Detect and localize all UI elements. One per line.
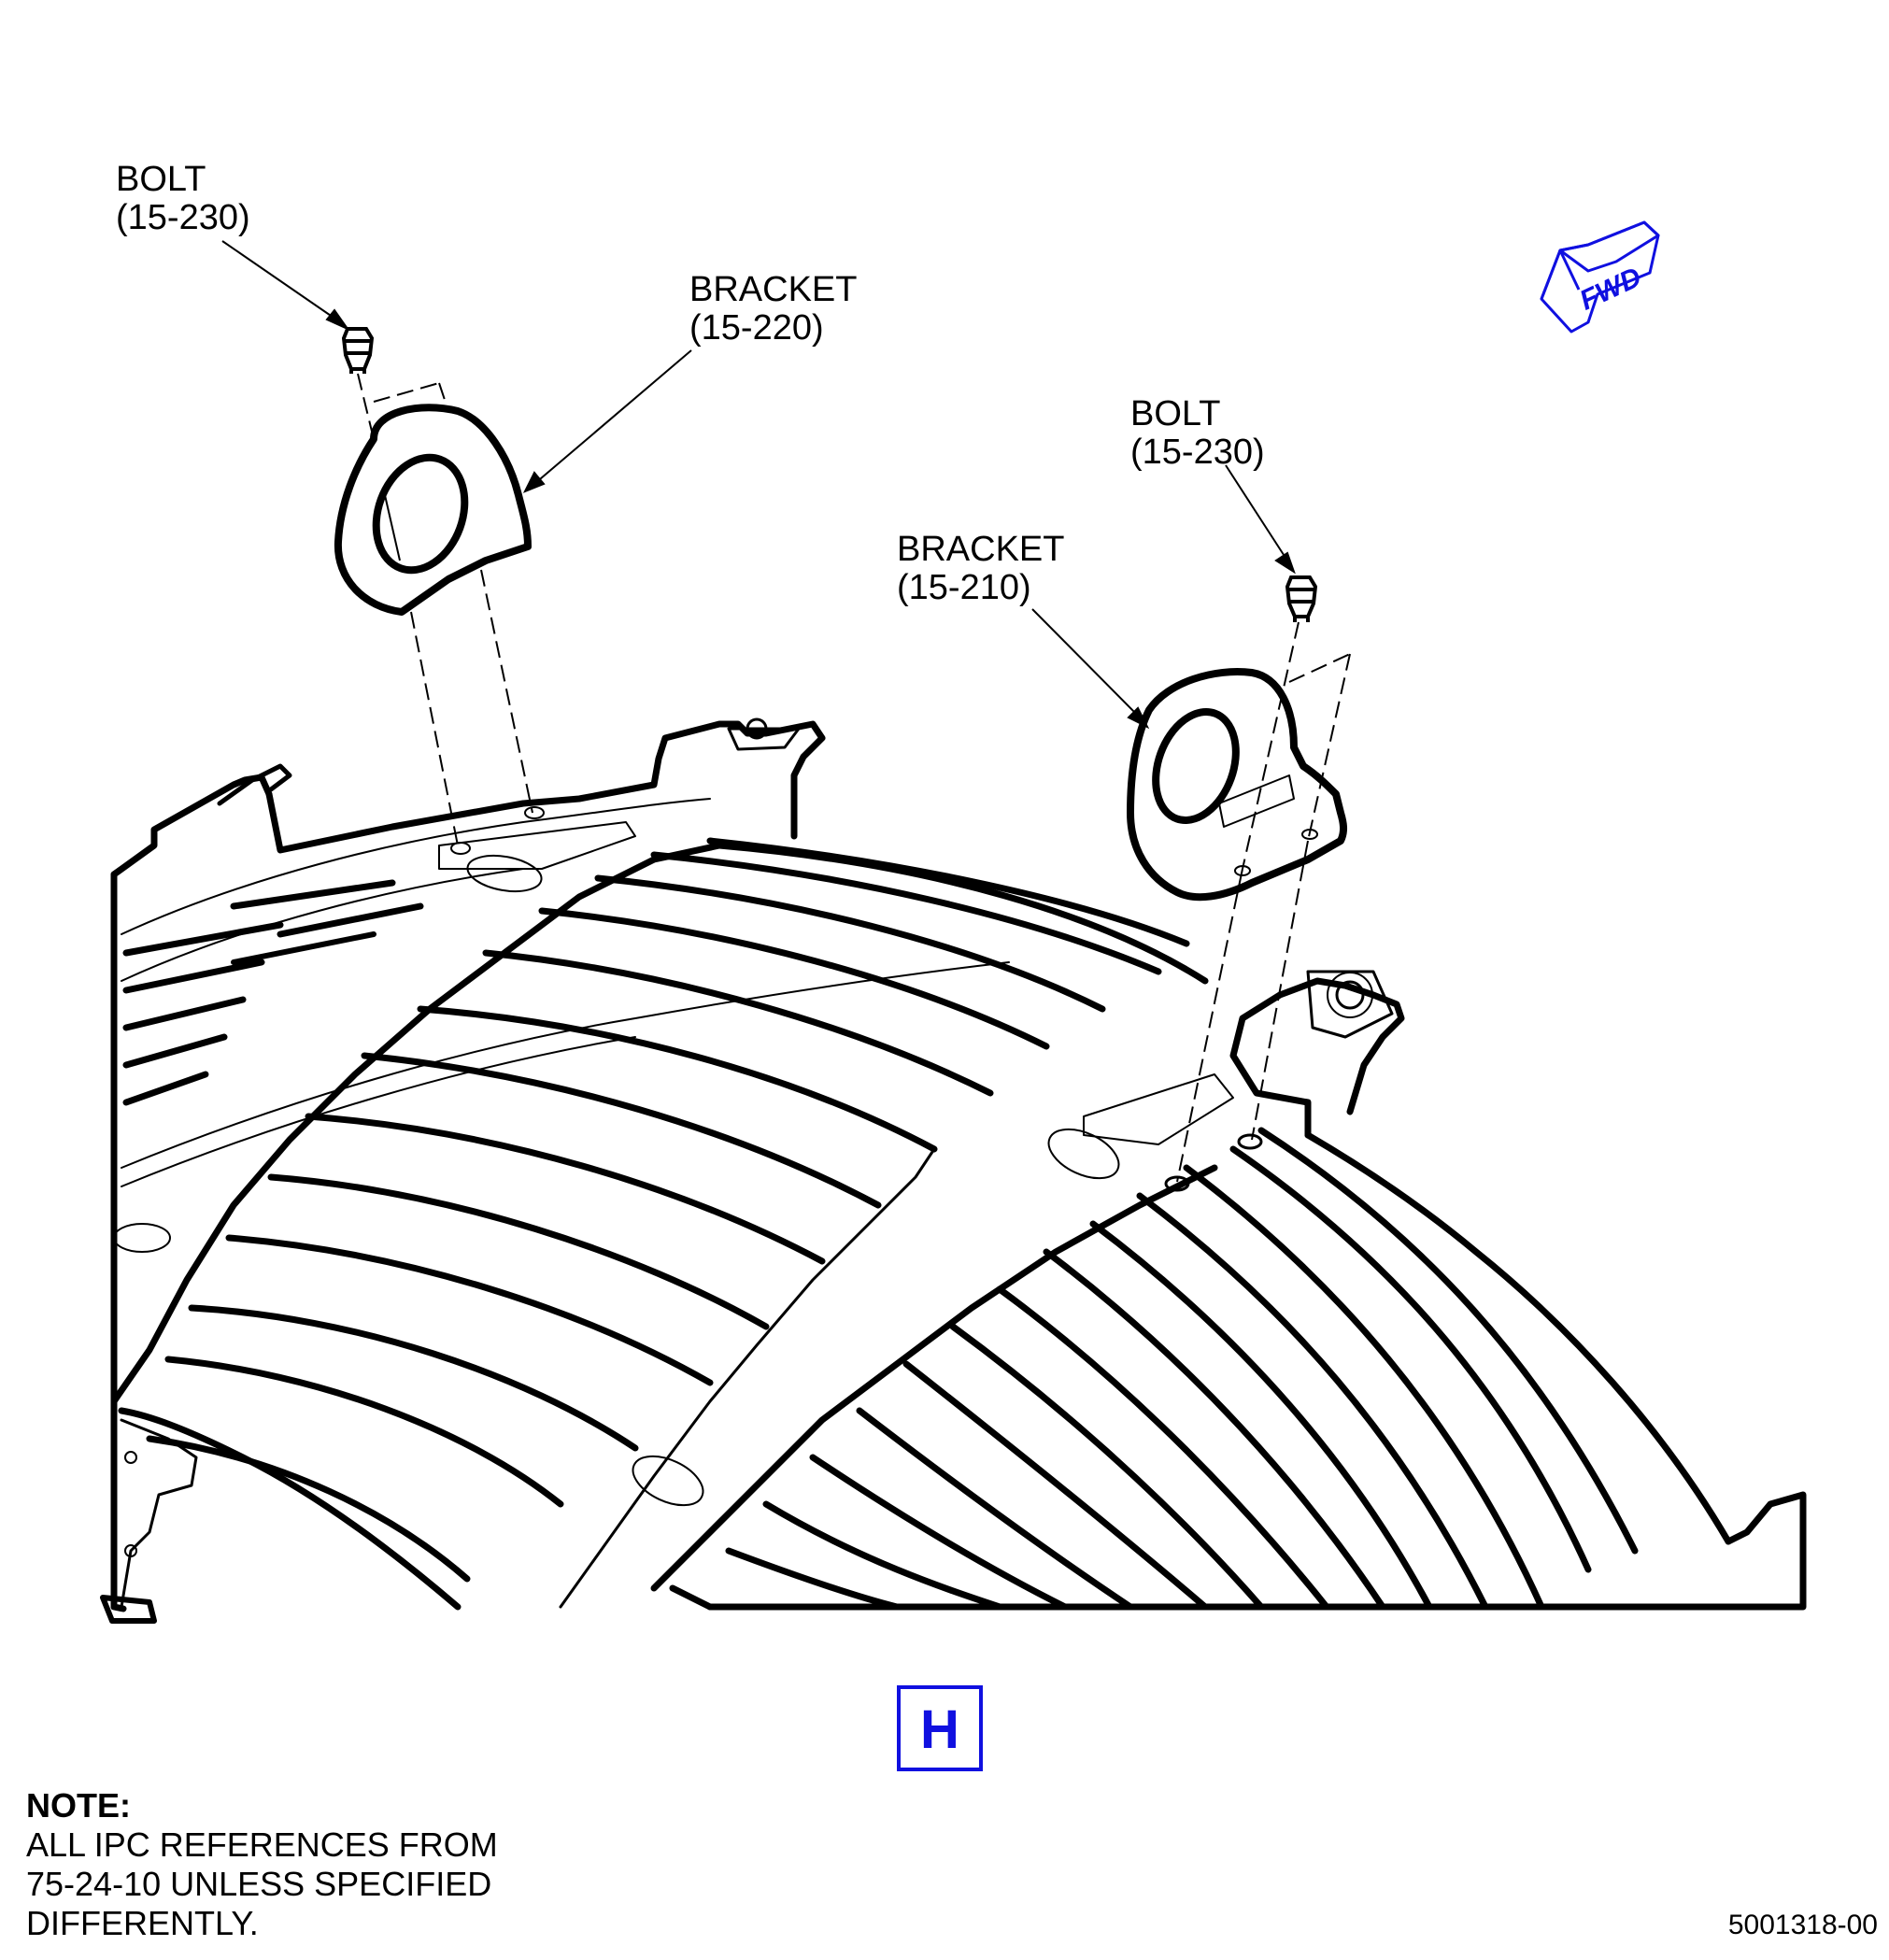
assembly-guides-left <box>357 373 533 846</box>
bolt-hole-right-a <box>1164 1175 1190 1192</box>
callout-bracket-right-ref: (15-210) <box>897 568 1031 607</box>
view-letter: H <box>920 1699 959 1760</box>
leader-lines <box>221 240 1296 730</box>
bolt-right <box>1285 575 1318 622</box>
drawing-number: 5001318-00 <box>1728 1910 1878 1940</box>
bolt-hole-right-c <box>1234 865 1251 876</box>
bracket-left <box>334 404 532 616</box>
bolt-hole-left-b <box>524 806 545 819</box>
forward-arrow-icon <box>1540 220 1660 334</box>
bracket-right <box>1127 668 1347 902</box>
note-line: ALL IPC REFERENCES FROM <box>26 1825 498 1864</box>
callout-bolt-right-ref: (15-230) <box>1130 433 1265 472</box>
bolt-hole-left-a <box>450 842 471 855</box>
bolt-hole-right-d <box>1301 829 1318 840</box>
note-title: NOTE: <box>26 1786 131 1825</box>
callout-bolt-right-name: BOLT <box>1130 394 1220 433</box>
callout-bracket-right-name: BRACKET <box>897 530 1064 569</box>
bolt-hole-right-b <box>1237 1133 1263 1150</box>
callout-bolt-left-name: BOLT <box>116 160 206 199</box>
duct-structure <box>100 717 1807 1624</box>
callout-bolt-left-ref: (15-230) <box>116 198 250 237</box>
callout-bracket-left-ref: (15-220) <box>689 308 824 348</box>
callout-bracket-left-name: BRACKET <box>689 270 857 309</box>
view-letter-box <box>897 1685 983 1771</box>
note-line: 75-24-10 UNLESS SPECIFIED <box>26 1865 491 1903</box>
assembly-guides-right <box>1176 621 1351 1183</box>
bolt-left <box>341 327 375 374</box>
note-line: DIFFERENTLY. <box>26 1904 259 1942</box>
